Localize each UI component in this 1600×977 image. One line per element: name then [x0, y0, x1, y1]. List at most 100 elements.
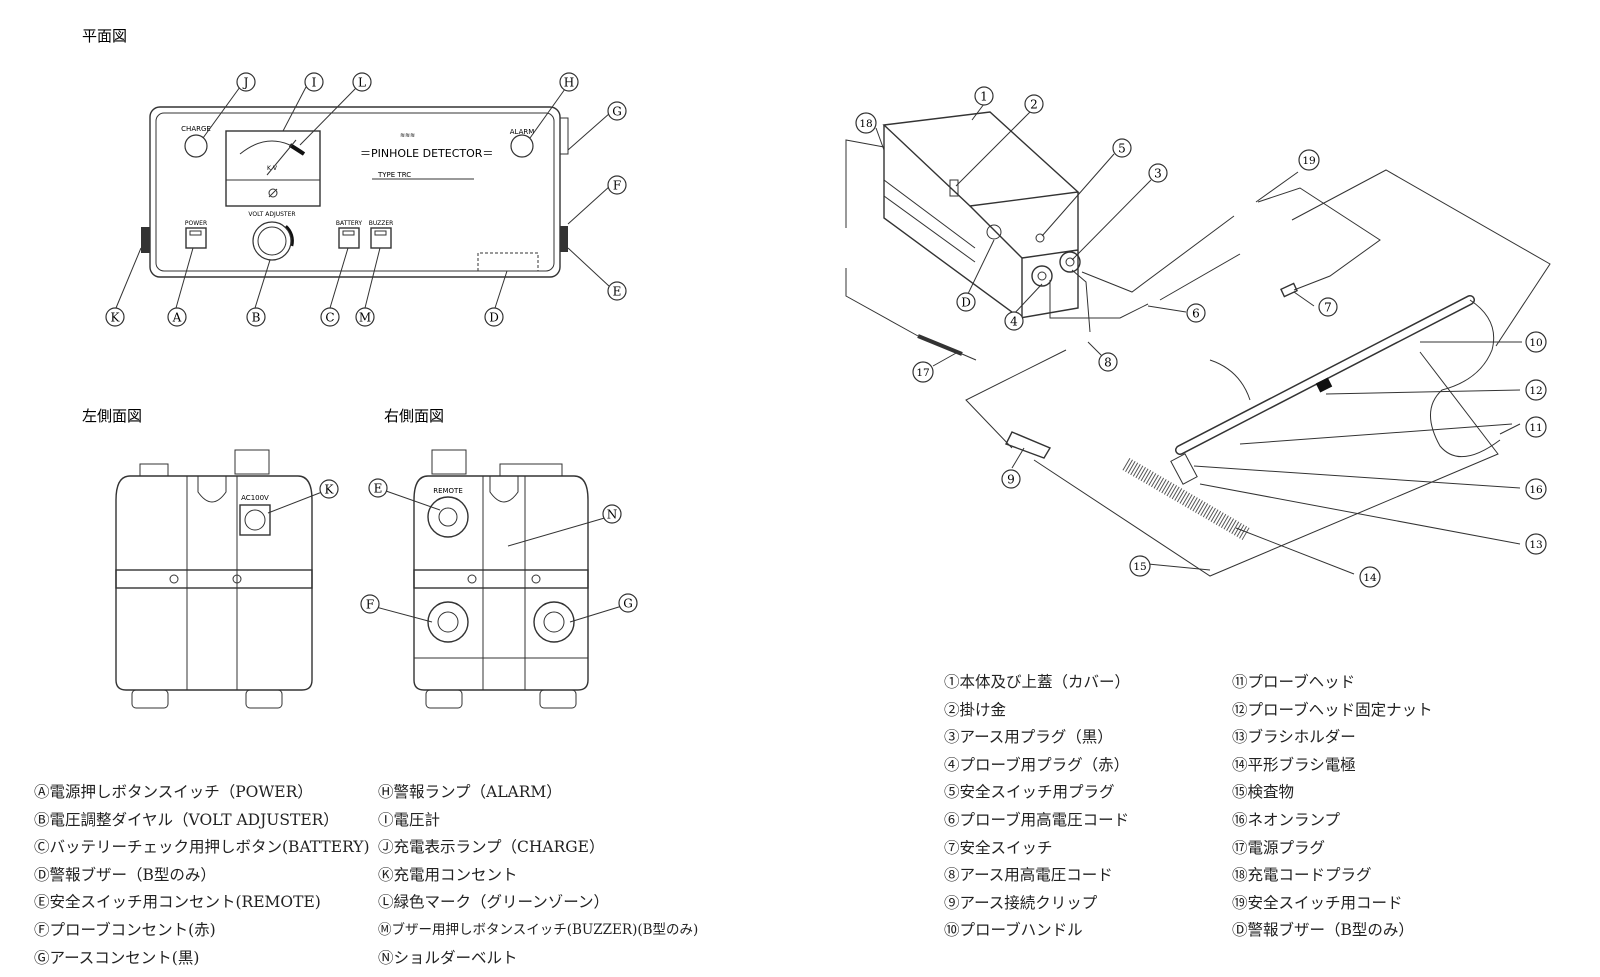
- legend-item: ⑩プローブハンドル: [944, 921, 1083, 940]
- legend-item: ⑭平形ブラシ電極: [1232, 755, 1356, 774]
- iso-callout-3: 3: [1154, 167, 1162, 181]
- side-callout-N: [602, 504, 622, 524]
- legend-item: Ⓓ警報ブザー（B型のみ）: [34, 865, 216, 884]
- callout-C: C: [325, 311, 334, 325]
- svg-text:K: K: [325, 483, 335, 497]
- right-side-view: REMOTE: [371, 449, 623, 709]
- callout-D: D: [489, 311, 499, 325]
- iso-callout-12: 12: [1529, 385, 1542, 397]
- iso-callouts: 1 2 3 4 5 6 7 8 9 10 12 11 16 13 14 15 1…: [855, 86, 1547, 588]
- charge-label: CHARGE: [181, 125, 211, 133]
- iso-callout-8: 8: [1104, 356, 1112, 370]
- legend-item: Ⓔ安全スイッチ用コンセント(REMOTE): [34, 893, 321, 912]
- legend-item: Ⓖアースコンセント(黒): [34, 948, 200, 967]
- legend-item: ⑨アース接続クリップ: [944, 893, 1098, 912]
- callout-J: J: [242, 76, 249, 90]
- volt-adjuster-dial: [252, 221, 292, 261]
- legend-item: Ⓙ充電表示ランプ（CHARGE）: [378, 838, 605, 857]
- ac-inlet: [239, 504, 271, 536]
- plan-callouts: J I L H G F E K A B C M D: [105, 72, 627, 327]
- iso-callout-1: 1: [980, 90, 988, 104]
- iso-callout-19: 19: [1302, 155, 1315, 167]
- iso-callout-2: 2: [1030, 98, 1038, 112]
- legend-right-2: ⑪プローブヘッド ⑫プローブヘッド固定ナット ⑬ブラシホルダー ⑭平形ブラシ電極…: [1232, 669, 1433, 945]
- panel-model: TYPE TRC: [377, 171, 411, 179]
- buzzer-button: [370, 227, 392, 249]
- iso-callout-11: 11: [1529, 422, 1542, 434]
- iso-callout-D: D: [961, 296, 971, 310]
- callout-G: G: [612, 105, 622, 119]
- legend-item: ⑬ブラシホルダー: [1232, 728, 1356, 747]
- side-callout-K: [319, 479, 339, 499]
- isometric-view: [845, 103, 1551, 577]
- buzzer-label: BUZZER: [369, 220, 394, 227]
- legend-item: Ⓒバッテリーチェック用押しボタン(BATTERY): [34, 838, 370, 857]
- iso-callout-9: 9: [1007, 473, 1015, 487]
- legend-item: Ⓝショルダーベルト: [378, 948, 518, 967]
- legend-item: ④プローブ用プラグ（赤）: [944, 755, 1130, 774]
- legend-item: Ⓓ警報ブザー（B型のみ）: [1232, 921, 1414, 940]
- callout-I: I: [312, 76, 317, 90]
- legend-item: ⑪プローブヘッド: [1232, 673, 1356, 691]
- legend-right-1: ①本体及び上蓋（カバー） ②掛け金 ③アース用プラグ（黒） ④プローブ用プラグ（…: [944, 669, 1130, 945]
- legend-left: Ⓐ電源押しボタンスイッチ（POWER） Ⓑ電圧調整ダイヤル（VOLT ADJUS…: [34, 779, 370, 972]
- legend-item: ⑫プローブヘッド固定ナット: [1232, 700, 1433, 719]
- svg-text:F: F: [366, 598, 374, 612]
- power-button: [185, 227, 207, 249]
- legend-item: ⑮検査物: [1232, 783, 1295, 802]
- iso-callout-6: 6: [1192, 307, 1200, 321]
- battery-label: BATTERY: [336, 220, 363, 227]
- legend-item: ⑱充電コードプラグ: [1232, 866, 1372, 885]
- side-callout-F: [360, 594, 380, 614]
- power-label: POWER: [185, 220, 207, 227]
- iso-callout-7: 7: [1324, 301, 1332, 315]
- legend-item: Ⓑ電圧調整ダイヤル（VOLT ADJUSTER）: [34, 810, 339, 829]
- iso-callout-16: 16: [1529, 484, 1543, 496]
- right-side-view-title: 右側面図: [384, 407, 444, 425]
- callout-M: M: [359, 311, 371, 325]
- callout-E: E: [613, 285, 622, 299]
- alarm-label: ALARM: [510, 128, 535, 136]
- remote-label: REMOTE: [433, 487, 463, 495]
- battery-button: [338, 227, 360, 249]
- plan-view-title: 平面図: [82, 27, 127, 45]
- voltmeter: [225, 130, 321, 207]
- panel-title: ＝PINHOLE DETECTOR＝: [360, 147, 493, 160]
- legend-item: ⑧アース用高電圧コード: [944, 866, 1113, 885]
- legend-item: ⑤安全スイッチ用プラグ: [944, 783, 1115, 802]
- ac100v-label: AC100V: [241, 494, 269, 502]
- iso-callout-14: 14: [1363, 572, 1377, 584]
- legend-item: Ⓚ充電用コンセント: [378, 865, 518, 884]
- legend-item: ⑯ネオンランプ: [1232, 810, 1341, 829]
- side-callout-E: [368, 478, 388, 498]
- legend-item: ①本体及び上蓋（カバー）: [944, 673, 1131, 691]
- iso-callout-10: 10: [1529, 337, 1542, 349]
- iso-callout-18: 18: [859, 118, 872, 130]
- legend-item: Ⓜブザー用押しボタンスイッチ(BUZZER)(B型のみ): [378, 921, 699, 938]
- legend-item: Ⓘ電圧計: [378, 810, 441, 829]
- volt-adjuster-label: VOLT ADJUSTER: [248, 211, 295, 218]
- callout-H: H: [564, 76, 574, 90]
- plan-view: CHARGE ALARM K V ＝PINHOLE DETECTOR＝ TYPE…: [115, 86, 611, 309]
- callout-L: L: [358, 76, 366, 90]
- iso-callout-5: 5: [1118, 142, 1126, 156]
- meter-unit: K V: [267, 165, 278, 172]
- legend-item: Ⓛ緑色マーク（グリーンゾーン）: [378, 893, 609, 912]
- maker-logo: ≋≋≋: [400, 132, 415, 139]
- legend-item: ⑦安全スイッチ: [944, 838, 1053, 857]
- legend-item: Ⓐ電源押しボタンスイッチ（POWER）: [34, 783, 313, 801]
- iso-callout-4: 4: [1010, 315, 1018, 329]
- left-side-view-title: 左側面図: [82, 407, 142, 425]
- iso-callout-15: 15: [1133, 561, 1146, 573]
- legend-item: ⑥プローブ用高電圧コード: [944, 810, 1130, 829]
- iso-callout-13: 13: [1529, 539, 1542, 551]
- legend-mid: Ⓗ警報ランプ（ALARM） Ⓘ電圧計 Ⓙ充電表示ランプ（CHARGE） Ⓚ充電用…: [378, 779, 698, 972]
- callout-K: K: [111, 311, 121, 325]
- callout-B: B: [252, 311, 261, 325]
- svg-text:N: N: [607, 508, 618, 522]
- legend-item: ②掛け金: [944, 700, 1007, 719]
- legend-item: ③アース用プラグ（黒）: [944, 728, 1113, 747]
- side-callout-G: [618, 593, 638, 613]
- callout-F: F: [613, 179, 621, 193]
